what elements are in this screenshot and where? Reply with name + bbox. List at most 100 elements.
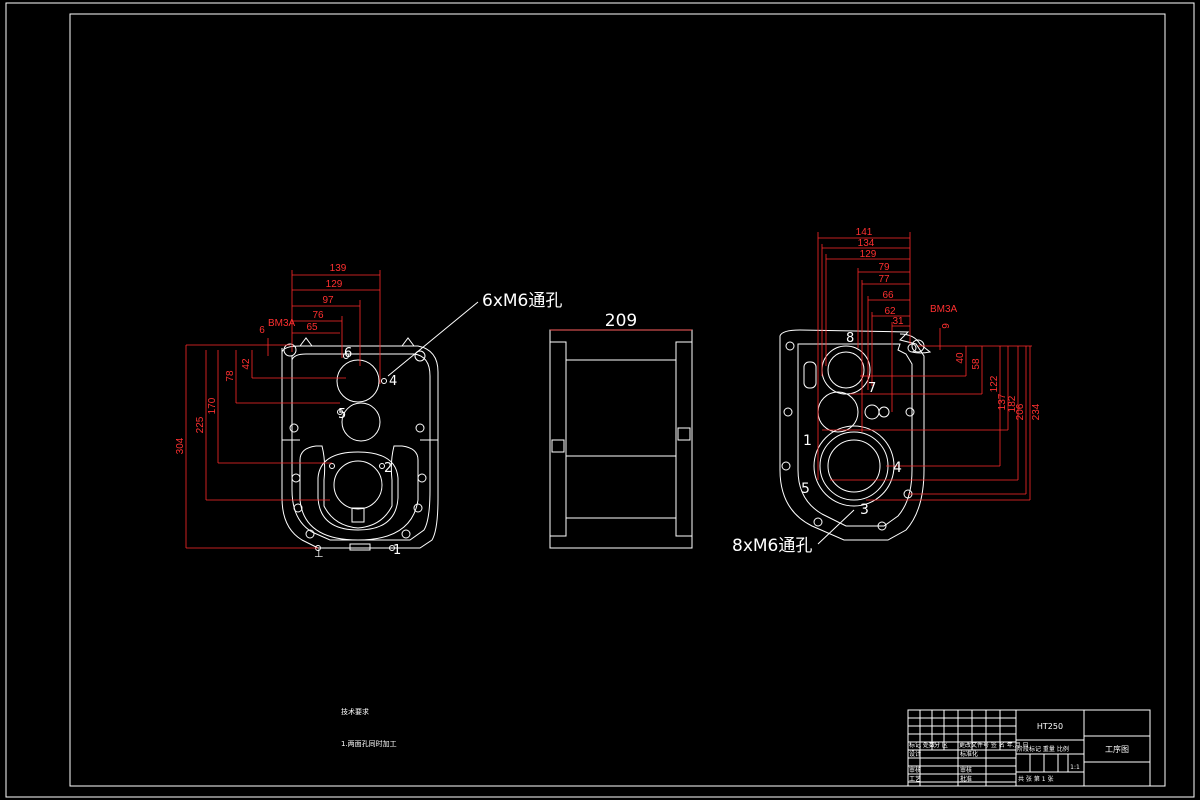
technical-notes: 技术要求 1.两面孔同时加工	[341, 707, 397, 748]
inner-border	[69, 13, 1166, 787]
dim-225: 225	[195, 416, 206, 433]
tb-r2: 分 区	[934, 741, 948, 749]
title-block-frame	[907, 709, 1151, 787]
mount-hole-8	[401, 529, 411, 539]
r-mount-hole-1	[785, 341, 795, 351]
r-hole-label-5: 5	[801, 481, 810, 497]
r-dim-31: 31	[892, 316, 904, 327]
r-dim-182: 182	[1007, 395, 1018, 412]
keyway-slot	[351, 507, 365, 523]
mount-hole-7	[305, 529, 315, 539]
hole-label-2: 2	[384, 461, 392, 476]
left-view-inner-outline	[291, 353, 431, 541]
hole-6-mark	[343, 353, 349, 359]
r-small-bore	[864, 404, 880, 420]
title-block: HT250 工序图 1:1 标记 处数 分 区 更改文件号 签 名 年.月.日 …	[907, 709, 1151, 787]
lower-rib	[299, 445, 419, 541]
r-hole-label-8: 8	[846, 331, 854, 346]
r-mount-hole-7	[813, 517, 823, 527]
hole-2-mark	[379, 463, 385, 469]
hole-4-mark	[381, 378, 387, 384]
tb-scale: 1:1	[1070, 764, 1080, 771]
middle-bore	[341, 402, 381, 442]
dim-304: 304	[175, 437, 186, 454]
r-dim-9: 9	[941, 323, 952, 329]
hole-label-5: 5	[338, 407, 346, 422]
dim-42: 42	[241, 358, 252, 370]
tag-right: BM3A	[930, 304, 958, 315]
dim-6: 6	[259, 325, 265, 336]
right-view-lug	[899, 333, 932, 354]
side-view-outline	[549, 329, 693, 549]
tb-process: 批准	[960, 775, 972, 783]
mount-hole-9	[414, 350, 426, 362]
lower-bore-boss	[317, 451, 399, 531]
dim-170: 170	[207, 397, 218, 414]
side-view: 209	[549, 311, 693, 549]
lower-bore	[333, 460, 383, 510]
r-mount-hole-5	[781, 461, 791, 471]
hole-3-mark	[329, 463, 335, 469]
side-view-boss-right	[677, 427, 691, 441]
side-view-right-flange	[675, 341, 693, 537]
r-hole-label-7: 7	[868, 381, 876, 396]
hole-1b-mark	[389, 545, 395, 551]
notes-title: 技术要求	[341, 707, 369, 716]
top-notches	[299, 337, 415, 347]
r-lower-bore-inner	[827, 439, 881, 493]
r-dim-234: 234	[1031, 403, 1042, 420]
r-dim-40: 40	[955, 352, 966, 364]
outer-border	[5, 2, 1195, 798]
tb-review: 审核	[960, 766, 972, 774]
tb-approve: 工艺	[909, 775, 921, 783]
datum-hole	[283, 343, 297, 357]
r-dim-66: 66	[882, 290, 894, 301]
right-view-inner-outline	[797, 343, 913, 527]
r-lower-bore-mid	[819, 431, 889, 501]
right-view: 141 134 129 79 77 66 62 31 9 40 58 122 1…	[732, 227, 1042, 556]
dim-78: 78	[225, 370, 236, 382]
r-dim-134: 134	[858, 238, 875, 249]
r-mount-hole-4	[905, 407, 915, 417]
mount-hole-5	[293, 503, 303, 513]
r-dim-62: 62	[884, 306, 896, 317]
r-hole-label-4: 4	[893, 460, 902, 476]
r-mount-hole-8	[877, 521, 887, 531]
bottom-notch	[349, 543, 371, 551]
tb-standard: 标准化	[960, 750, 978, 758]
left-view: 139 129 97 76 65 6 304 225 170 78 42 6 4…	[175, 263, 562, 560]
dim-97: 97	[322, 295, 334, 306]
tag-left: BM3A	[268, 318, 296, 329]
r-small-bore-2	[878, 406, 890, 418]
hole-5-mark	[337, 409, 343, 415]
r-dim-206: 206	[1015, 403, 1026, 420]
hole-label-1-marker: ⊥	[314, 547, 324, 560]
r-dim-79: 79	[878, 262, 890, 273]
dim-76: 76	[312, 310, 324, 321]
dim-139: 139	[330, 263, 347, 274]
hole-label-4: 4	[389, 374, 397, 389]
hole-label-6: 6	[344, 346, 352, 361]
tb-check: 审核	[909, 766, 921, 774]
tb-stage: 阶段标记 重量 比例	[1017, 745, 1069, 753]
r-dim-137: 137	[997, 393, 1008, 410]
callout-leader-left	[387, 301, 479, 377]
dim-129: 129	[326, 279, 343, 290]
mount-hole-1	[289, 423, 299, 433]
r-dim-122: 122	[989, 375, 1000, 392]
tb-drawing-name: 工序图	[1105, 744, 1129, 754]
r-hole-label-3: 3	[860, 502, 869, 518]
mount-hole-2	[415, 423, 425, 433]
side-view-boss-left	[551, 439, 565, 453]
r-dim-129: 129	[860, 249, 877, 260]
callout-leader-right	[817, 509, 855, 545]
upper-bore	[336, 359, 380, 403]
r-upper-bore-inner	[827, 351, 865, 389]
hole-label-1: 1	[393, 543, 401, 558]
r-slot	[803, 361, 817, 389]
mount-hole-4	[417, 473, 427, 483]
tb-material: HT250	[1037, 722, 1063, 731]
r-dim-141: 141	[856, 227, 873, 238]
r-lower-bore-outer	[813, 425, 895, 507]
